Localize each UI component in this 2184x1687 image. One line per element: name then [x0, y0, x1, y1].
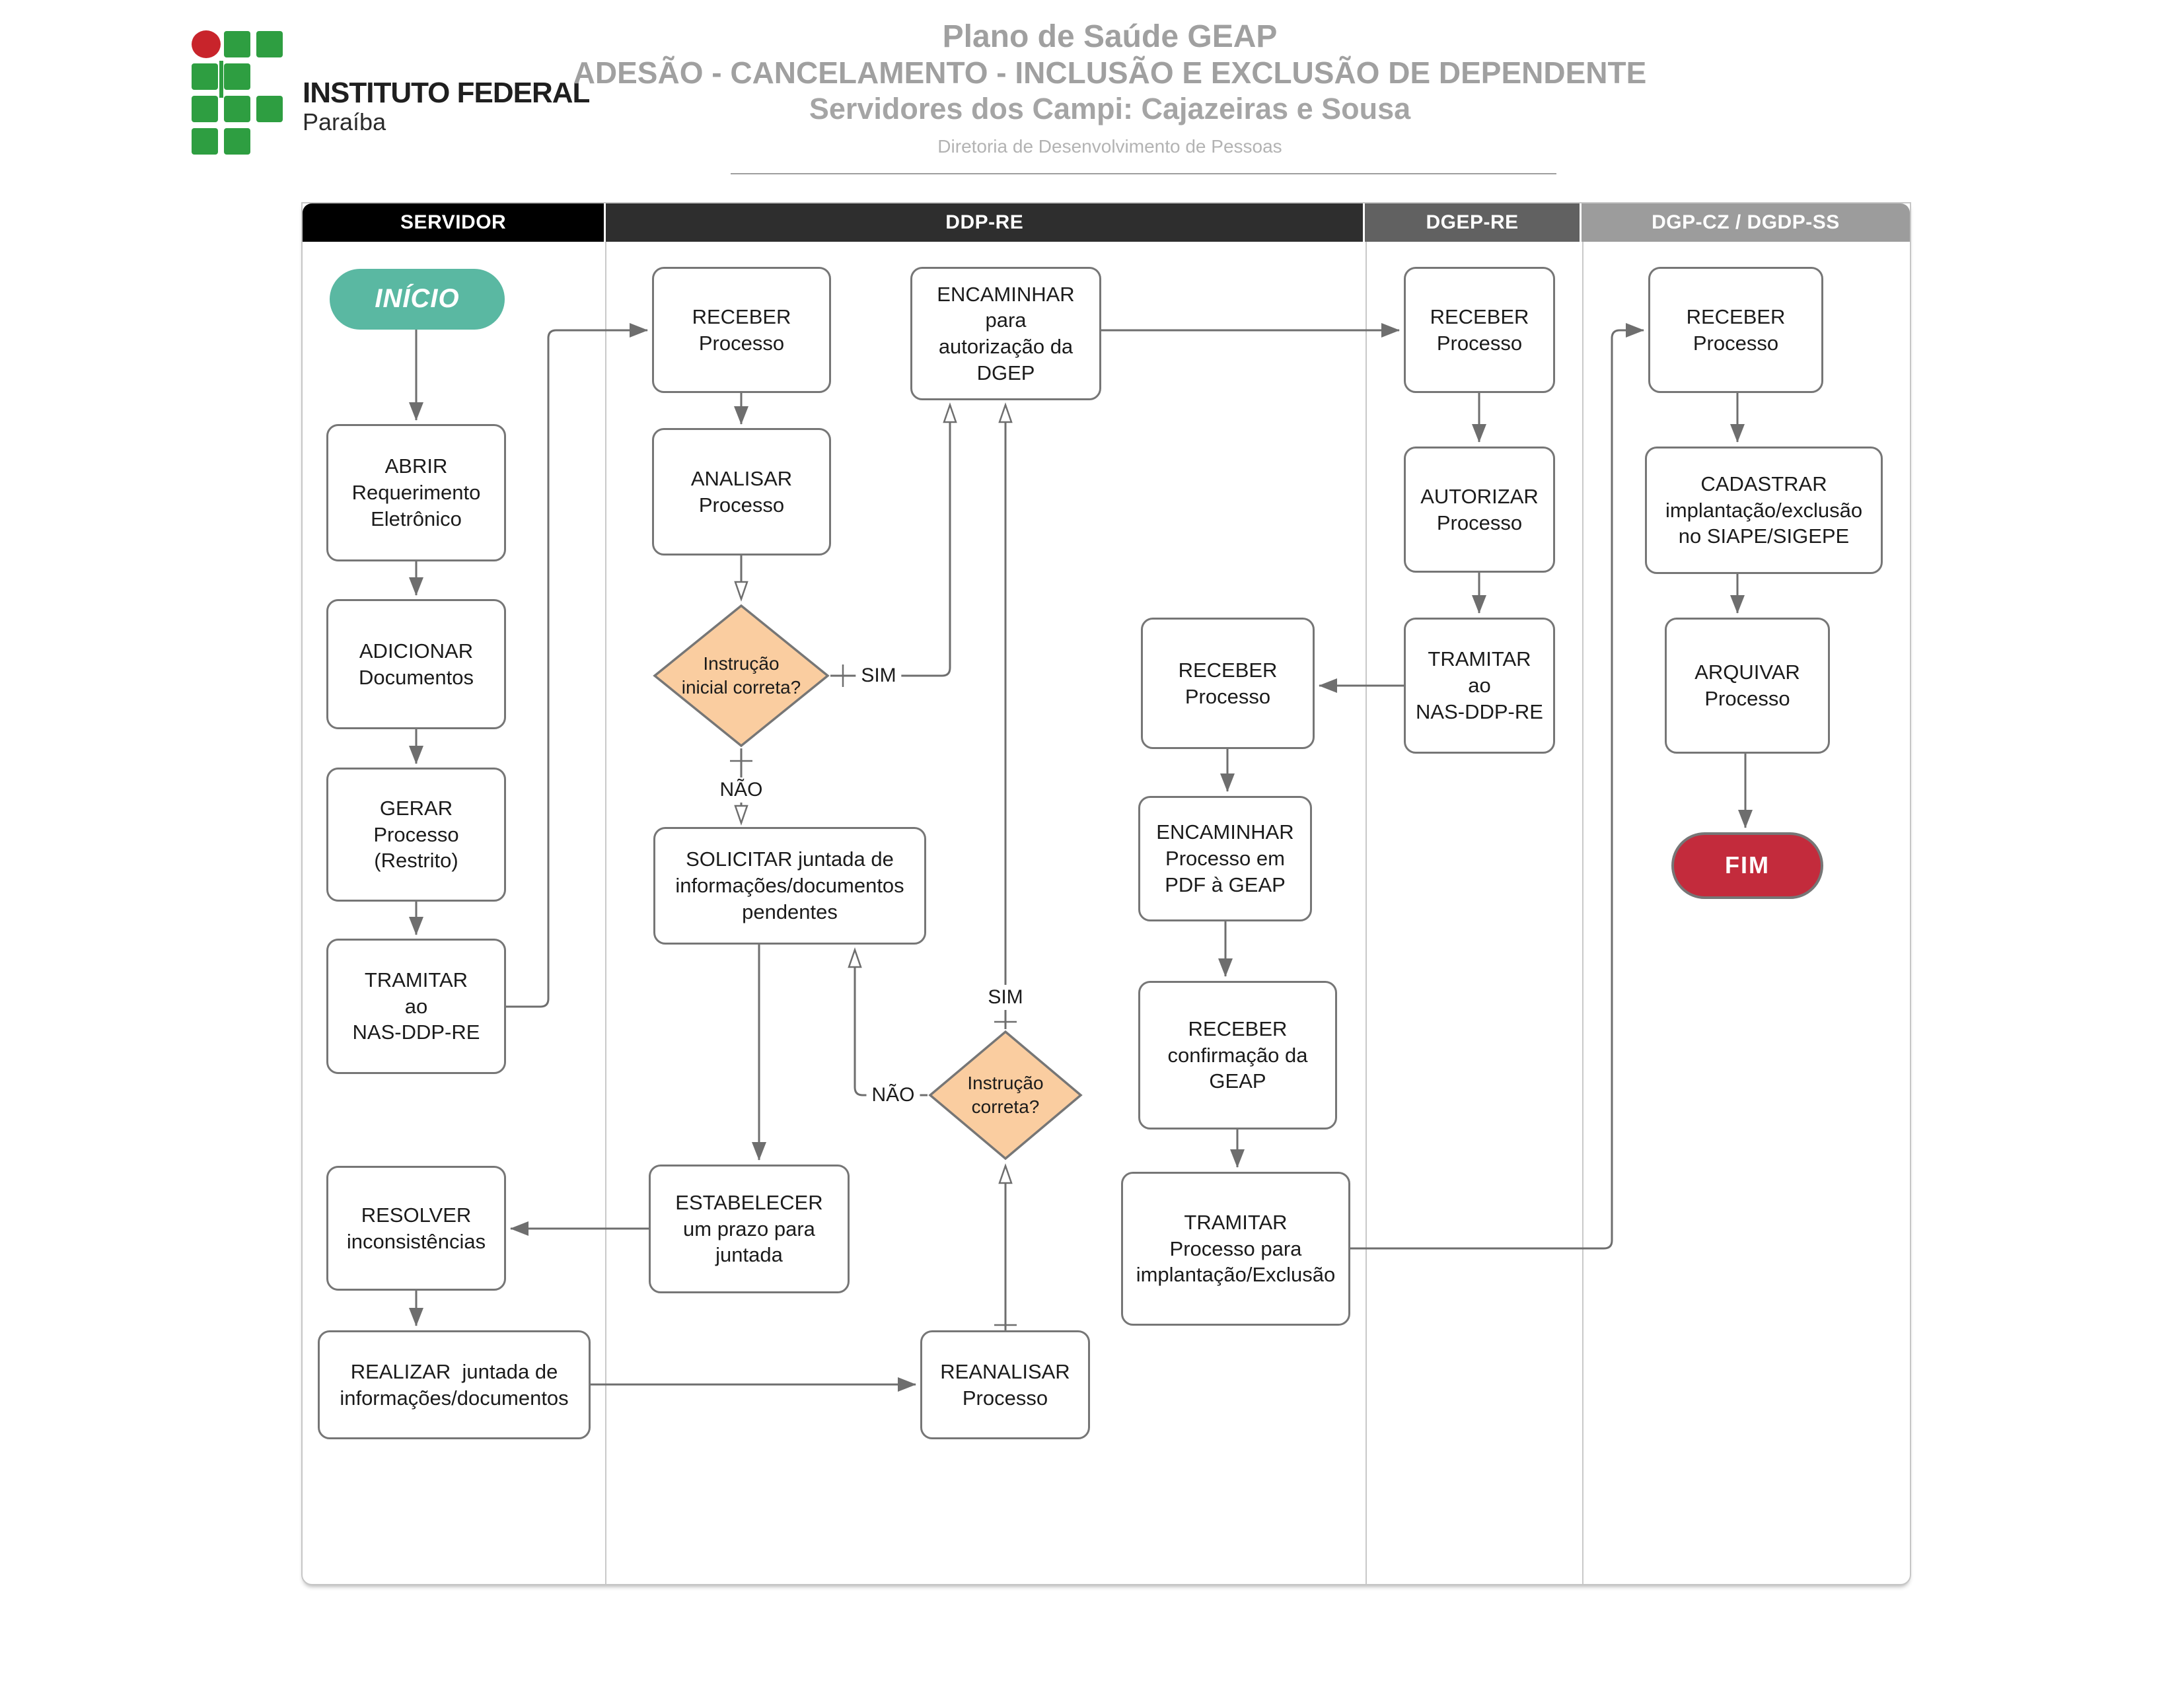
title-line-1: Plano de Saúde GEAP — [942, 19, 1278, 54]
start-node-inicio: INÍCIO — [330, 269, 505, 330]
end-node-fim: FIM — [1671, 832, 1823, 899]
logo-mark — [192, 26, 284, 155]
diamond-shape — [653, 604, 830, 748]
node-label: RECEBER Processo — [1430, 305, 1529, 355]
node-label: FIM — [1725, 851, 1770, 879]
node-label: INÍCIO — [375, 284, 460, 314]
node-label: TRAMITAR ao NAS-DDP-RE — [1416, 647, 1543, 723]
node-label: RESOLVER inconsistências — [346, 1203, 486, 1253]
node-label: ARQUIVAR Processo — [1694, 661, 1800, 710]
node-label: ADICIONAR Documentos — [358, 639, 474, 689]
node-estabelecer-prazo: ESTABELECER um prazo para juntada — [649, 1165, 850, 1293]
node-cadastrar-siape-sigepe: CADASTRAR implantação/exclusão no SIAPE/… — [1645, 447, 1883, 574]
lane-header-dgp-cz-dgdp-ss: DGP-CZ / DGDP-SS — [1581, 203, 1910, 242]
title-line-3: Servidores dos Campi: Cajazeiras e Sousa — [809, 92, 1411, 126]
node-tramitar-implantacao-exclusao: TRAMITAR Processo para implantação/Exclu… — [1121, 1172, 1350, 1326]
node-analisar-processo: ANALISAR Processo — [652, 428, 831, 556]
node-label: REANALISAR Processo — [940, 1359, 1070, 1410]
subtitle: Diretoria de Desenvolvimento de Pessoas — [937, 136, 1282, 157]
logo: INSTITUTO FEDERAL Paraíba — [192, 26, 590, 155]
node-abrir-requerimento: ABRIR Requerimento Eletrônico — [326, 424, 506, 561]
logo-green-square — [192, 128, 218, 155]
node-tramitar-nas-ddp-re: TRAMITAR ao NAS-DDP-RE — [326, 939, 506, 1074]
decision-instrucao-correta: Instrução correta? — [928, 1029, 1083, 1161]
node-resolver-inconsistencias: RESOLVER inconsistências — [326, 1166, 506, 1291]
node-label: ENCAMINHAR Processo em PDF à GEAP — [1156, 820, 1294, 896]
document-titles: Plano de Saúde GEAP ADESÃO - CANCELAMENT… — [383, 18, 1837, 157]
node-label: ANALISAR Processo — [690, 466, 793, 517]
decision-instrucao-inicial-correta: Instrução inicial correta? — [652, 603, 830, 748]
lane-header-ddp-re: DDP-RE — [606, 203, 1365, 242]
node-reanalisar-processo: REANALISAR Processo — [920, 1330, 1090, 1439]
edge-label-sim-2: SIM — [982, 985, 1029, 1010]
lane-header-servidor: SERVIDOR — [303, 203, 606, 242]
node-label: REALIZAR juntada de informações/document… — [340, 1359, 569, 1410]
node-gerar-processo: GERAR Processo (Restrito) — [326, 768, 506, 902]
node-label: TRAMITAR Processo para implantação/Exclu… — [1136, 1210, 1336, 1287]
lane-header-dgep-re: DGEP-RE — [1365, 203, 1582, 242]
node-label: SOLICITAR juntada de informações/documen… — [675, 847, 904, 923]
node-label: ENCAMINHAR para autorização da DGEP — [937, 282, 1075, 384]
node-label: AUTORIZAR Processo — [1420, 484, 1539, 534]
institution-name: INSTITUTO FEDERAL — [303, 77, 590, 109]
node-receber-confirmacao-geap: RECEBER confirmação da GEAP — [1138, 981, 1337, 1130]
lane-divider — [1582, 242, 1583, 1584]
node-solicitar-juntada: SOLICITAR juntada de informações/documen… — [653, 827, 926, 945]
logo-red-dot — [192, 30, 221, 58]
edge-label-nao-2: NÃO — [866, 1083, 920, 1108]
node-label: CADASTRAR implantação/exclusão no SIAPE/… — [1665, 472, 1863, 548]
title-line-2: ADESÃO - CANCELAMENTO - INCLUSÃO E EXCLU… — [573, 55, 1647, 90]
node-autorizar-processo: AUTORIZAR Processo — [1404, 447, 1555, 573]
node-label: GERAR Processo (Restrito) — [373, 796, 459, 873]
logo-green-square — [192, 63, 218, 90]
logo-green-square — [192, 96, 218, 122]
node-label: RECEBER Processo — [1686, 305, 1786, 355]
decision-label: Instrução correta? — [967, 1072, 1044, 1117]
lane-header-row: SERVIDOR DDP-RE DGEP-RE DGP-CZ / DGDP-SS — [303, 203, 1910, 242]
institution-unit: Paraíba — [303, 108, 386, 136]
node-label: RECEBER Processo — [692, 305, 791, 355]
logo-green-square — [224, 96, 250, 122]
logo-green-square — [256, 96, 283, 122]
node-label: RECEBER confirmação da GEAP — [1167, 1017, 1308, 1093]
node-encaminhar-pdf-geap: ENCAMINHAR Processo em PDF à GEAP — [1138, 796, 1312, 921]
title-underline — [731, 173, 1556, 174]
node-receber-processo-dgp: RECEBER Processo — [1648, 267, 1823, 393]
node-receber-processo-ddp: RECEBER Processo — [652, 267, 831, 393]
node-encaminhar-autorizacao-dgep: ENCAMINHAR para autorização da DGEP — [910, 267, 1101, 400]
node-realizar-juntada: REALIZAR juntada de informações/document… — [318, 1330, 591, 1439]
lane-divider — [1365, 242, 1367, 1584]
node-label: RECEBER Processo — [1178, 658, 1278, 708]
decision-label: Instrução inicial correta? — [681, 653, 801, 698]
diamond-shape — [928, 1030, 1083, 1161]
node-label: TRAMITAR ao NAS-DDP-RE — [352, 968, 480, 1044]
lane-divider — [605, 242, 606, 1584]
node-receber-processo-dgep: RECEBER Processo — [1404, 267, 1555, 393]
logo-green-square — [224, 63, 250, 90]
node-label: ESTABELECER um prazo para juntada — [675, 1190, 823, 1267]
node-adicionar-documentos: ADICIONAR Documentos — [326, 599, 506, 729]
logo-green-square — [224, 128, 250, 155]
logo-green-square — [256, 31, 283, 57]
node-receber-processo-ddp-2: RECEBER Processo — [1141, 618, 1315, 749]
node-tramitar-nas-ddp-re-dgep: TRAMITAR ao NAS-DDP-RE — [1404, 618, 1555, 754]
node-arquivar-processo: ARQUIVAR Processo — [1665, 618, 1830, 754]
edge-label-nao-1: NÃO — [714, 777, 768, 803]
logo-green-square — [224, 31, 250, 57]
logo-green-bar — [219, 61, 223, 98]
edge-label-sim-1: SIM — [855, 663, 902, 688]
node-label: ABRIR Requerimento Eletrônico — [351, 454, 481, 530]
